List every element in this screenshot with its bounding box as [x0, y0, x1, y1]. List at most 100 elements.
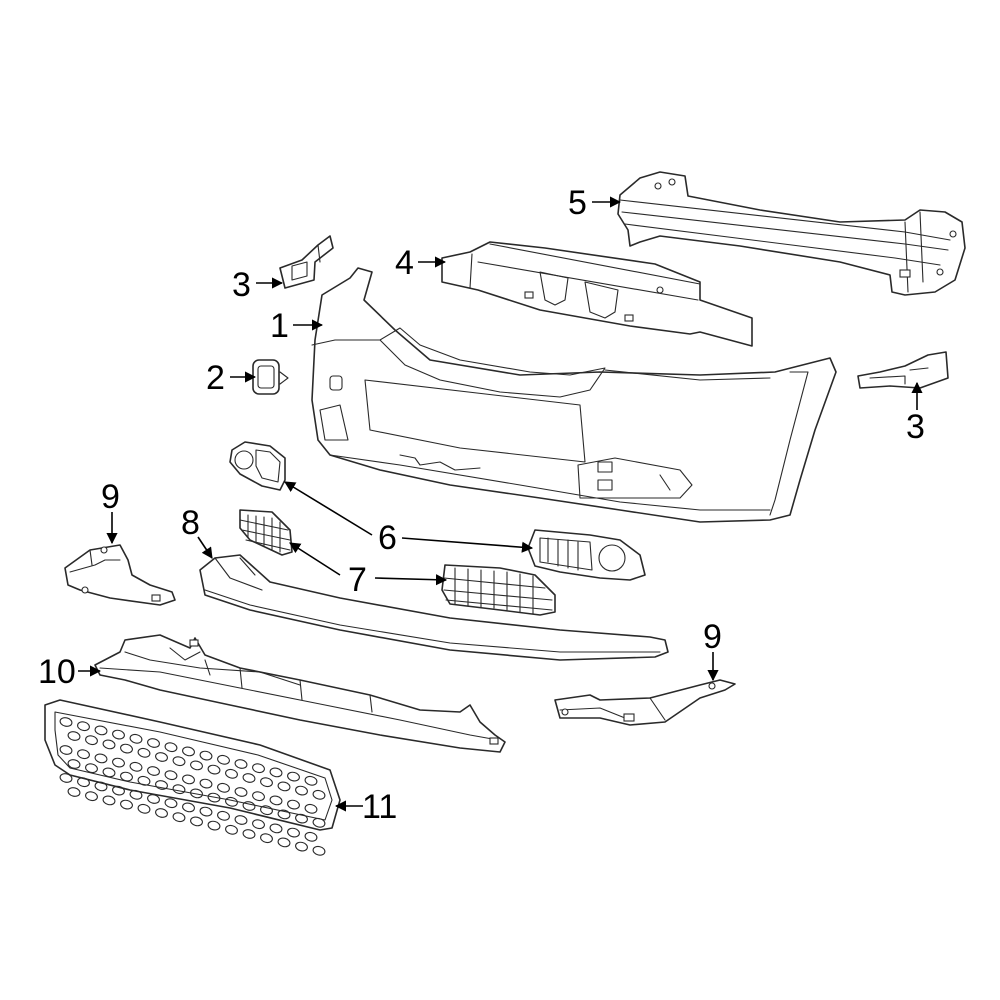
callout-3-right: 3 [906, 408, 925, 446]
grille-cell [147, 766, 160, 776]
grille-cell [269, 767, 283, 778]
grille-cell [190, 788, 203, 799]
grille-cell [260, 833, 273, 844]
grille-cell [164, 798, 178, 809]
grille-cell [147, 794, 160, 804]
grille-cell [225, 796, 238, 807]
grille-cells [59, 717, 326, 856]
left-fog-lamp-bezel-part [229, 441, 286, 491]
grille-cell [120, 743, 133, 754]
grille-cell [182, 746, 195, 757]
right-grille-insert-part [441, 564, 556, 616]
grille-cell [199, 778, 213, 789]
grille-cell [102, 739, 116, 750]
grille-cell [312, 845, 326, 856]
grille-cell [190, 760, 203, 771]
grille-cell [199, 750, 213, 761]
grille-cell [67, 787, 81, 797]
grille-cell [102, 767, 116, 778]
grille-cell [234, 787, 248, 797]
grille-cell [269, 795, 283, 806]
grille-cell [172, 756, 186, 767]
grille-cell [304, 831, 318, 842]
grille-cell [59, 745, 73, 755]
grille-cell [252, 763, 265, 774]
left-grille-insert-part [239, 509, 293, 556]
leader-lines [78, 196, 923, 812]
grille-cell [164, 770, 178, 781]
grille-cell [94, 753, 108, 764]
grille-cell [252, 819, 265, 830]
grille-cell [304, 803, 318, 814]
grille-cell [59, 717, 73, 727]
grille-cell [129, 733, 143, 744]
lower-grille-part [44, 699, 341, 856]
tow-hook-cover-part [252, 359, 289, 395]
grille-cell [85, 791, 98, 802]
grille-cell [59, 773, 73, 783]
grille-cell [137, 775, 151, 786]
grille-cell [67, 731, 81, 741]
grille-cell [225, 768, 238, 779]
callout-4: 4 [395, 244, 414, 282]
energy-absorber-part [441, 241, 753, 347]
grille-cell [207, 792, 221, 803]
bumper-cover-part [311, 267, 837, 523]
grille-cell [207, 764, 221, 775]
grille-cell [77, 721, 90, 732]
grille-cell [242, 773, 256, 783]
callout-8: 8 [181, 504, 200, 542]
right-bumper-bracket-part [857, 351, 949, 389]
grille-cell [277, 809, 291, 820]
grille-cell [287, 799, 300, 810]
grille-cell [295, 785, 308, 796]
grille-cell [77, 749, 90, 760]
leader-7-left [289, 542, 341, 576]
grille-cell [295, 841, 308, 852]
grille-cell [234, 759, 248, 769]
callout-labels: 5 4 3 1 2 3 6 7 8 9 9 10 11 [38, 184, 925, 826]
grille-cell [94, 781, 108, 792]
grille-cell [129, 761, 143, 772]
grille-cell [260, 777, 273, 788]
grille-cell [312, 789, 326, 800]
grille-cell [94, 725, 108, 736]
grille-cell [217, 754, 230, 765]
callout-9-left: 9 [101, 478, 120, 516]
grille-cell [112, 729, 125, 740]
grille-cell [217, 810, 230, 821]
grille-cell [217, 782, 230, 793]
grille-cell [277, 837, 291, 848]
grille-cell [287, 771, 300, 782]
callout-7: 7 [348, 561, 367, 599]
callout-5: 5 [568, 184, 587, 222]
grille-cell [295, 813, 308, 824]
grille-cell [120, 799, 133, 810]
grille-cell [260, 805, 273, 816]
grille-cell [207, 820, 221, 831]
grille-cell [234, 815, 248, 825]
grille-cell [225, 824, 238, 835]
lower-support-part [94, 634, 506, 753]
callout-9-right: 9 [703, 618, 722, 656]
right-lower-bracket-part [554, 679, 736, 726]
grille-cell [112, 785, 125, 796]
callout-2: 2 [206, 359, 225, 397]
grille-cell [112, 757, 125, 768]
leader-6-right [401, 537, 534, 553]
grille-cell [190, 816, 203, 827]
grille-cell [172, 812, 186, 823]
grille-cell [199, 806, 213, 817]
grille-cell [77, 777, 90, 788]
grille-cell [242, 801, 256, 811]
grille-cell [137, 803, 151, 814]
callout-1: 1 [270, 307, 289, 345]
grille-cell [102, 795, 116, 806]
grille-cell [164, 742, 178, 753]
leader-6-left [284, 481, 373, 536]
grille-cell [147, 738, 160, 748]
grille-cell [242, 829, 256, 839]
grille-cell [155, 808, 168, 818]
grille-cell [182, 774, 195, 785]
